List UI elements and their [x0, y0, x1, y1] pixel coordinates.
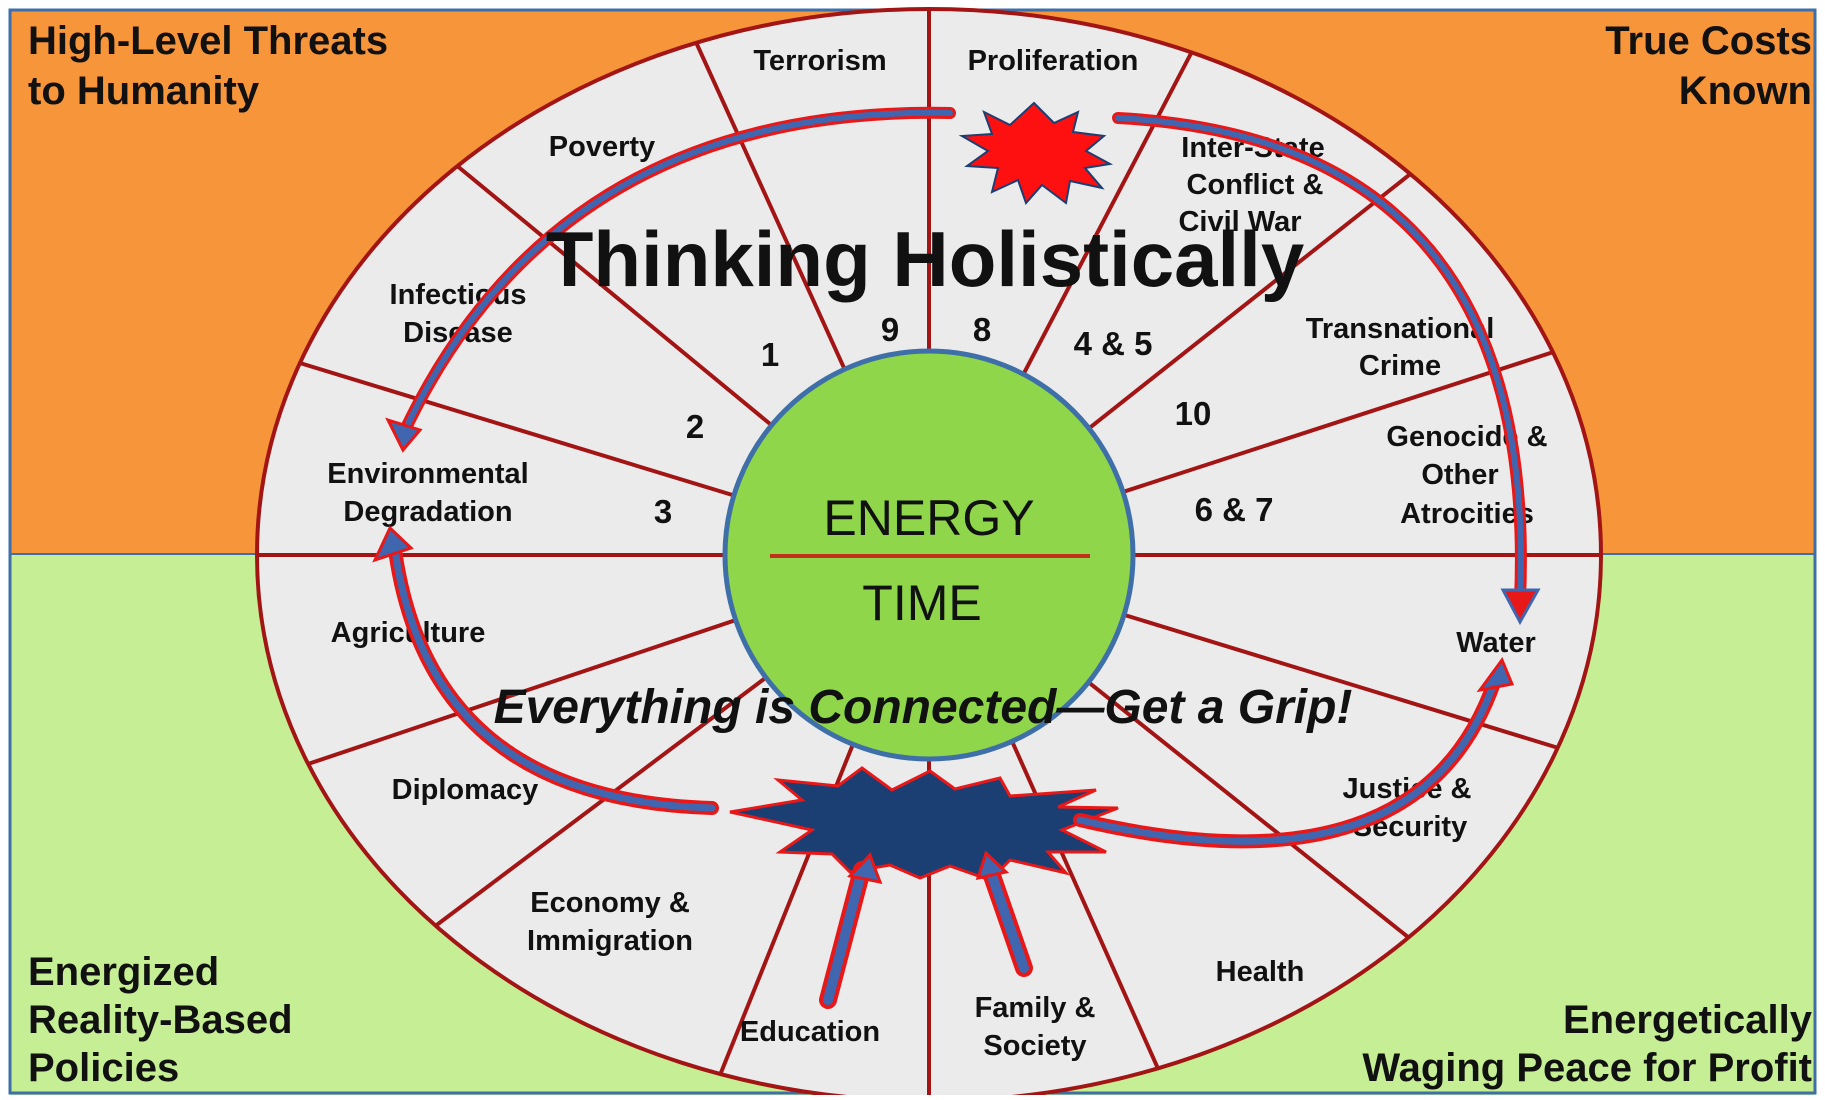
corner-top-left-line1: High-Level Threats [28, 19, 388, 63]
arrow-navy-to-environment-core [391, 546, 716, 812]
segment-genocide-line2: Other [1421, 459, 1498, 491]
connector-arrows [388, 106, 1527, 1009]
segment-interstate-line2: Conflict & [1187, 169, 1324, 201]
segment-family-line2: Society [983, 1030, 1086, 1062]
corner-top-right-line1: True Costs [1605, 19, 1812, 63]
number-1: 1 [761, 336, 779, 373]
segment-family-line1: Family & [975, 992, 1096, 1024]
diagram-tagline: Everything is Connected—Get a Grip! [494, 681, 1353, 734]
arrow-burst-to-environment-core [402, 109, 953, 433]
segment-diplomacy: Diplomacy [392, 774, 539, 806]
arrowhead-environment-bottom [372, 525, 414, 563]
segment-education: Education [740, 1016, 880, 1048]
corner-bottom-left-line3: Policies [28, 1046, 179, 1090]
corner-bottom-right-line1: Energetically [1563, 998, 1813, 1042]
corner-bottom-right-line2: Waging Peace for Profit [1362, 1046, 1812, 1090]
hub-time-label: TIME [862, 575, 981, 631]
segment-economy-line2: Immigration [527, 925, 693, 957]
number-6-7: 6 & 7 [1195, 491, 1274, 528]
arrow-navy-to-water-core [1076, 676, 1499, 845]
arrow-education-up-core [823, 865, 867, 1005]
number-3: 3 [654, 493, 672, 530]
segment-environmental-line1: Environmental [327, 458, 528, 490]
number-8: 8 [973, 311, 991, 348]
arrowhead-family [975, 850, 1010, 881]
corner-bottom-left-line1: Energized [28, 950, 219, 994]
number-4-5: 4 & 5 [1074, 325, 1153, 362]
hub-energy-label: ENERGY [823, 490, 1034, 546]
segment-economy-line1: Economy & [530, 887, 690, 919]
number-9: 9 [881, 311, 899, 348]
segment-genocide-line1: Genocide & [1386, 421, 1547, 453]
segment-interstate-line3: Civil War [1178, 206, 1301, 238]
segment-terrorism: Terrorism [753, 45, 886, 77]
number-10: 10 [1175, 395, 1212, 432]
segment-environmental-line2: Degradation [343, 496, 512, 528]
arrowhead-water-top [1500, 588, 1541, 626]
segment-proliferation: Proliferation [968, 45, 1139, 77]
number-2: 2 [686, 408, 704, 445]
arrowhead-environment-top [385, 417, 423, 453]
diagram-title: Thinking Holistically [546, 215, 1304, 303]
segment-genocide-line3: Atrocities [1400, 498, 1534, 530]
segment-transnational-line1: Transnational [1306, 313, 1495, 345]
arrowhead-education [847, 852, 883, 884]
segment-transnational-line2: Crime [1359, 350, 1441, 382]
arrow-family-up-core [985, 865, 1029, 973]
segment-poverty: Poverty [549, 131, 655, 163]
corner-top-left-line2: to Humanity [28, 69, 260, 113]
segment-water: Water [1456, 627, 1536, 659]
corner-top-right-line2: Known [1679, 69, 1812, 113]
corner-bottom-left-line2: Reality-Based [28, 998, 293, 1042]
arrow-burst-to-water-core [1115, 115, 1524, 603]
red-burst-icon [958, 101, 1114, 205]
navy-burst-icon [729, 766, 1119, 882]
segment-health: Health [1216, 956, 1305, 988]
arrowhead-water-bottom [1476, 656, 1515, 693]
